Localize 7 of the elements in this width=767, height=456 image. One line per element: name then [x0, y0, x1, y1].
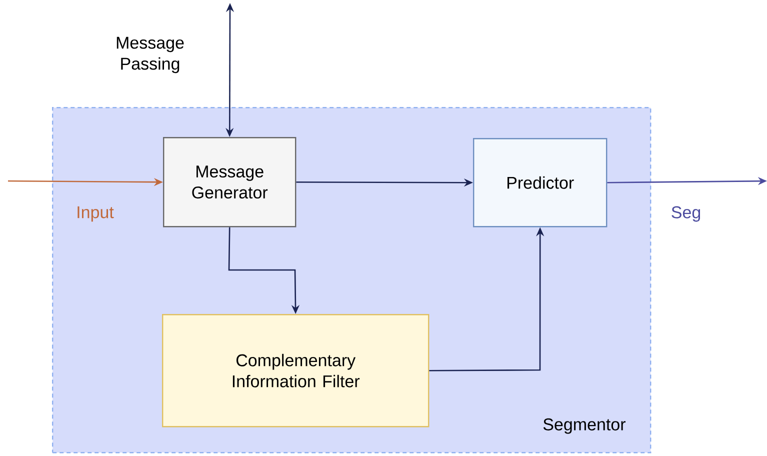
edge-label: Message Passing — [116, 36, 184, 74]
process-box: Message Generator — [163, 137, 296, 228]
edge-label: Input — [78, 206, 114, 222]
process-box: Predictor — [473, 138, 608, 228]
edge-label: Seg — [672, 206, 700, 222]
process-box: Complementary Information Filter — [162, 314, 430, 428]
region-label: Segmentor — [543, 418, 626, 434]
